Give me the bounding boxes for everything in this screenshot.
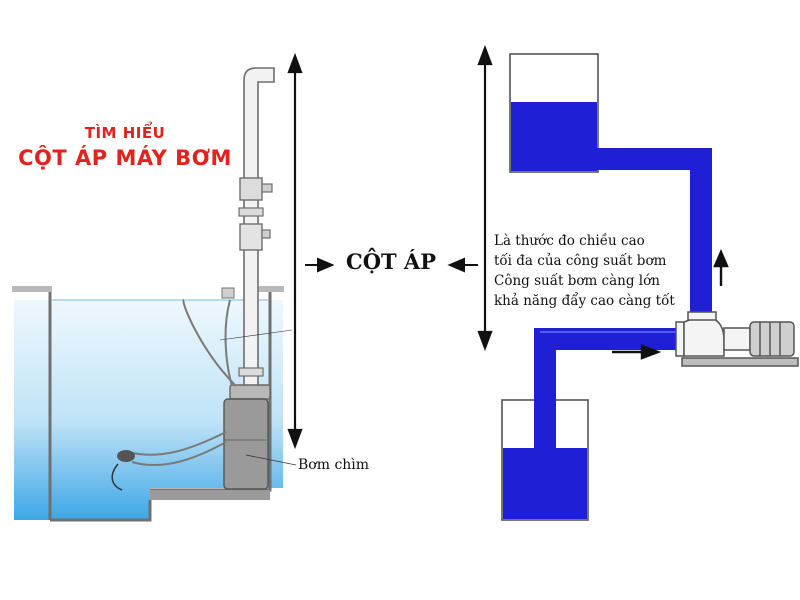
float-direction-arrow xyxy=(111,463,123,491)
pump-leader-line xyxy=(245,454,297,466)
height-arrow-left xyxy=(287,52,303,450)
power-cable xyxy=(182,299,237,387)
flow-arrow-up xyxy=(713,248,729,286)
pump-label: Bơm chìm xyxy=(298,457,370,473)
center-label: CỘT ÁP xyxy=(345,249,437,274)
pump-volute xyxy=(683,315,725,357)
center-arrow-left xyxy=(305,257,335,273)
title-line-1: TÌM HIỂU xyxy=(84,124,166,142)
pump-motor xyxy=(749,321,795,357)
tank-rim-left xyxy=(12,286,52,292)
float-cable xyxy=(224,299,233,387)
pipe-coupling-1 xyxy=(238,207,264,217)
pump-flange-inlet xyxy=(675,321,685,357)
tank-floor-step xyxy=(150,490,270,500)
blue-pipes xyxy=(534,148,712,450)
valve-body xyxy=(239,177,263,201)
description-line-2: tối đa của công suất bơm xyxy=(494,253,667,269)
tank-water xyxy=(14,300,283,520)
check-valve-knob xyxy=(261,229,271,239)
pump-top xyxy=(229,384,271,400)
float-switch xyxy=(117,450,135,462)
description-line-3: Công suất bơm càng lớn xyxy=(494,273,660,289)
pipe-leader-line xyxy=(219,329,293,341)
valve-handle xyxy=(261,183,273,193)
pump-body xyxy=(223,398,269,490)
hose xyxy=(131,441,227,467)
centrifugal-pump xyxy=(675,311,799,367)
description-line-1: Là thước đo chiều cao xyxy=(494,233,645,249)
height-arrow-right xyxy=(477,44,493,352)
description-text: Là thước đo chiều cao tối đa của công su… xyxy=(494,231,694,311)
discharge-pipe xyxy=(238,67,275,385)
lower-tank-water xyxy=(503,448,587,519)
flow-arrow-right xyxy=(612,344,662,360)
pipe-elbow xyxy=(243,67,275,385)
title-line-2: CỘT ÁP MÁY BƠM xyxy=(18,146,232,170)
pipe-coupling-2 xyxy=(238,367,264,377)
check-valve xyxy=(239,223,263,251)
pipe-suction-horizontal xyxy=(534,328,682,350)
cable-clamp xyxy=(221,287,235,299)
center-arrow-right xyxy=(447,257,478,273)
tank-rim-right xyxy=(248,286,284,292)
pump-base xyxy=(681,357,799,367)
pipe-right-vertical xyxy=(690,148,712,320)
pipe-suction-vertical xyxy=(534,328,556,450)
upper-tank-water xyxy=(511,102,597,171)
pump-flange-outlet xyxy=(687,311,717,321)
pump-cables xyxy=(111,299,237,491)
well-tank xyxy=(12,286,284,522)
upper-tank xyxy=(509,53,599,173)
pipe-top-horizontal xyxy=(596,148,712,170)
description-line-4: khả năng đẩy cao càng tốt xyxy=(494,293,675,309)
submersible-pump xyxy=(223,384,271,490)
pump-shaft-housing xyxy=(723,327,751,351)
float-switch-cable xyxy=(127,431,227,456)
